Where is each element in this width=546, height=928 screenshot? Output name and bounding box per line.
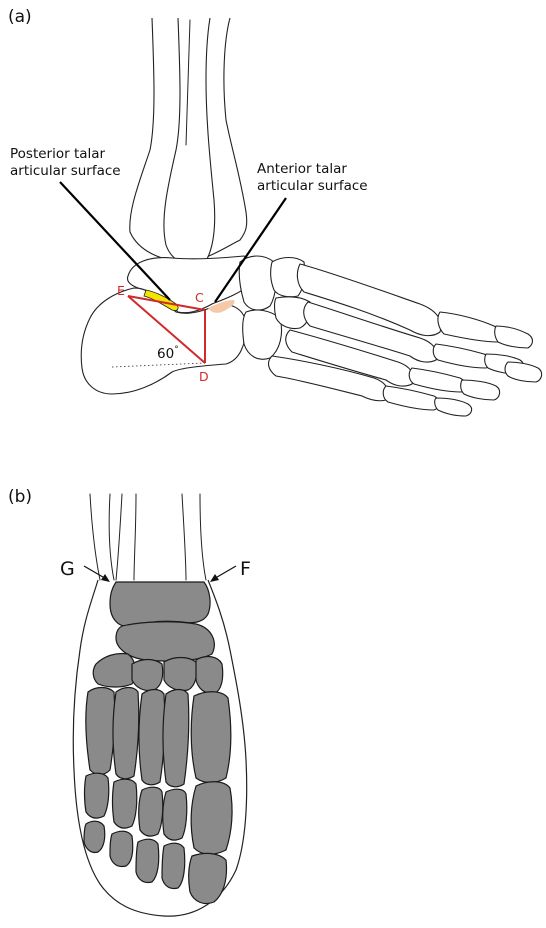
cuneiform-b1 (132, 660, 163, 691)
phalanx-b4b (110, 831, 133, 866)
point-f-label: F (240, 558, 251, 580)
phalanx-b5a (85, 773, 109, 818)
talus-b (110, 582, 210, 626)
phalanx-b5b (84, 821, 105, 852)
phalanx-b1b (189, 853, 227, 903)
posterior-label-line2: articular surface (10, 163, 121, 179)
cuneiform-b2 (164, 658, 197, 691)
phalanx-5 (505, 362, 542, 382)
tibia-outline-b2 (182, 494, 206, 580)
phalanx-b1a (191, 782, 232, 855)
panel-a: (a) (8, 7, 542, 416)
phalanx-b2a (163, 789, 187, 840)
phalanx-3a (409, 368, 466, 392)
pointer-g-head (101, 574, 110, 582)
phalanx-b3b (136, 839, 159, 882)
metatarsal-b1 (191, 692, 231, 783)
fibula-outline-b (90, 494, 114, 580)
point-g-label: G (60, 558, 75, 580)
navicular (239, 256, 276, 310)
metatarsal-b2 (163, 690, 189, 787)
point-e-label: E (117, 283, 125, 298)
metatarsal-b3 (139, 690, 165, 785)
metatarsal-b4 (113, 688, 139, 779)
cuboid-b (93, 653, 135, 687)
phalanx-2a (433, 344, 490, 368)
phalanx-4a (383, 386, 439, 410)
anterior-label-line2: articular surface (257, 178, 368, 194)
phalanx-1a (438, 312, 502, 342)
point-c-label: C (195, 290, 204, 305)
panel-b: (b) (8, 487, 251, 916)
posterior-label-line1: Posterior talar (10, 146, 106, 162)
phalanx-4b (435, 398, 472, 416)
phalanx-b3a (139, 787, 163, 836)
metatarsal-b5 (86, 688, 115, 775)
phalanx-b2b (162, 843, 185, 888)
phalanx-b4a (113, 779, 137, 828)
panel-a-tag: (a) (8, 7, 32, 27)
anterior-label-line1: Anterior talar (257, 161, 347, 177)
phalanx-3b (461, 380, 500, 400)
shaded-bones (84, 582, 232, 904)
point-d-label: D (199, 369, 209, 384)
panel-b-tag: (b) (8, 487, 32, 507)
pointer-f-head (210, 574, 219, 582)
cuneiform-b3 (196, 657, 223, 694)
tibia-outline-b (116, 494, 136, 580)
navicular-b (116, 622, 214, 661)
phalanx-1b (495, 326, 533, 348)
